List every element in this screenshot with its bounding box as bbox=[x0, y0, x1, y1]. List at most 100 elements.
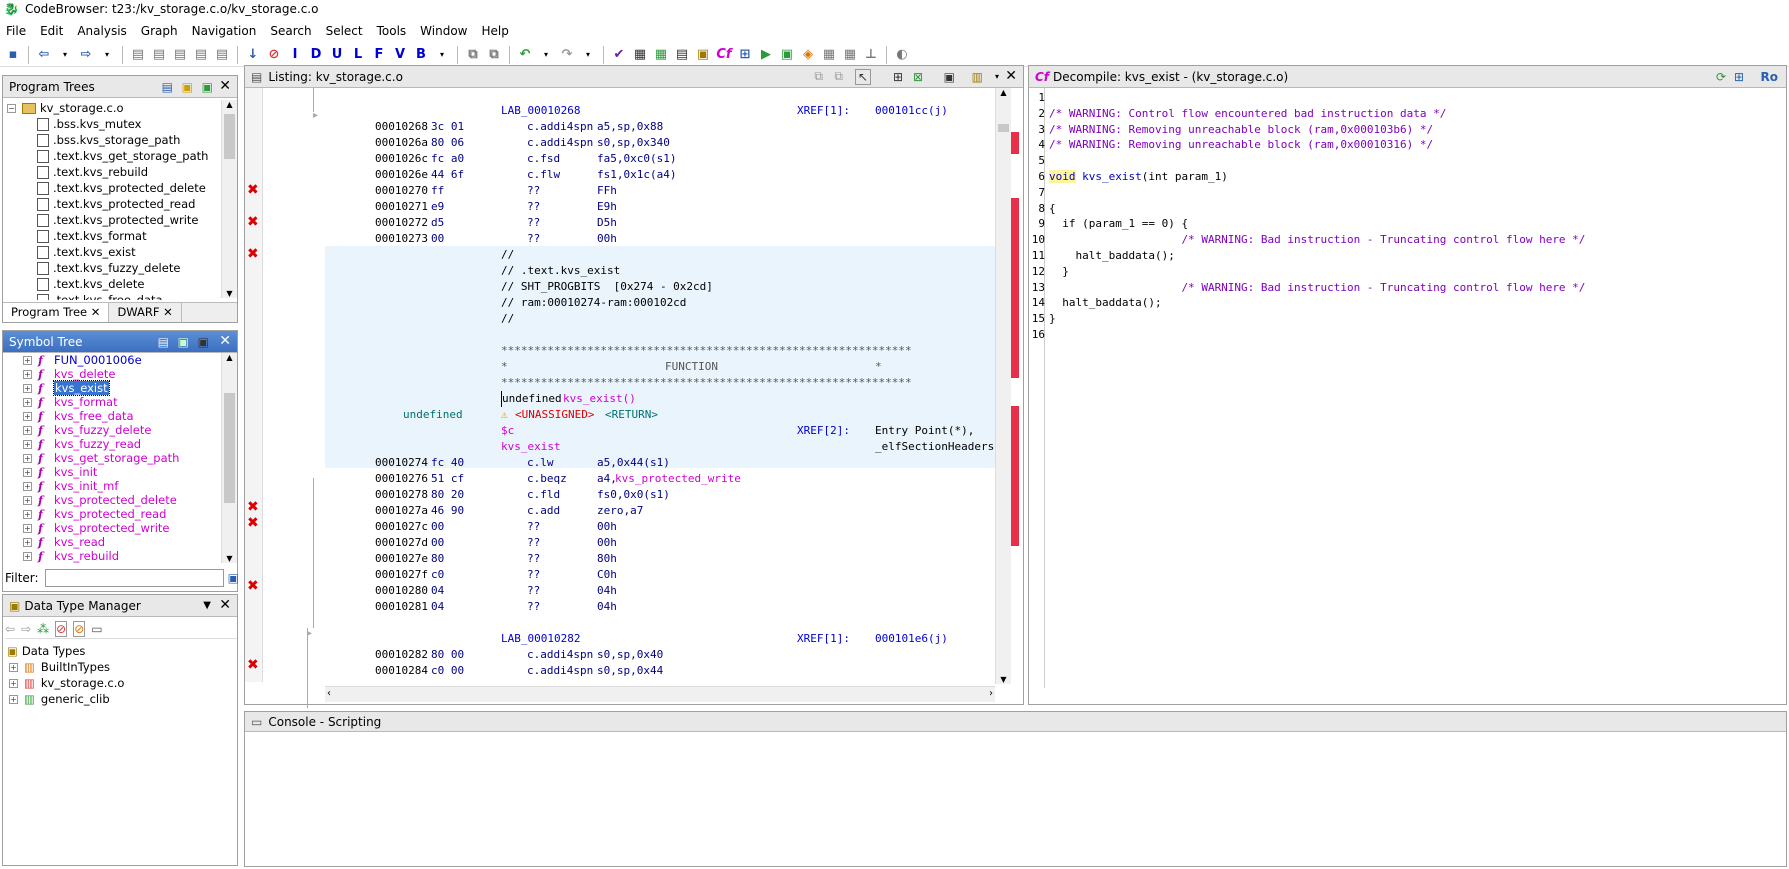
tab-program-tree[interactable]: Program Tree ✕ bbox=[3, 303, 110, 322]
open-folder-icon[interactable]: ▣ bbox=[181, 79, 193, 94]
data-types-root[interactable]: ▣Data Types bbox=[7, 644, 86, 658]
paste-icon[interactable]: ⧉ bbox=[834, 69, 843, 83]
expand-icon[interactable]: + bbox=[23, 398, 32, 407]
close-icon[interactable]: ✕ bbox=[163, 305, 173, 319]
decompile-line[interactable]: 8{ bbox=[1031, 201, 1055, 217]
navigate-next-icon[interactable]: ▤ bbox=[131, 46, 145, 62]
decompile-line[interactable]: 14 halt_baddata(); bbox=[1031, 295, 1162, 311]
decompile-line[interactable]: 12 } bbox=[1031, 264, 1069, 280]
undefined-icon[interactable]: U bbox=[331, 46, 343, 62]
program-tree-item[interactable]: .text.kvs_rebuild bbox=[7, 164, 219, 180]
scroll-left-icon[interactable]: ‹ bbox=[327, 688, 331, 699]
collapse-icon[interactable]: − bbox=[7, 104, 16, 113]
diff-icon[interactable]: ⊠ bbox=[912, 69, 923, 84]
tab-dwarf[interactable]: DWARF ✕ bbox=[109, 303, 182, 322]
run-script-icon[interactable]: ▶ bbox=[761, 46, 771, 62]
data-types-icon[interactable]: ▤ bbox=[675, 46, 689, 62]
program-tree-item[interactable]: .text.kvs_protected_write bbox=[7, 212, 219, 228]
symbol-tree-scrollbar[interactable]: ▲ ▼ bbox=[221, 353, 237, 563]
paste-icon[interactable]: ⧉ bbox=[489, 46, 499, 62]
redo-icon[interactable]: ↷ bbox=[561, 46, 573, 62]
check-icon[interactable]: ✔ bbox=[613, 46, 625, 62]
expand-icon[interactable]: + bbox=[9, 695, 18, 704]
undo-icon[interactable]: ↶ bbox=[519, 46, 531, 62]
program-tree-item[interactable]: .text.kvs_format bbox=[7, 228, 219, 244]
listing-hscrollbar[interactable]: ‹ › bbox=[325, 686, 995, 702]
program-tree-item[interactable]: .bss.kvs_storage_path bbox=[7, 132, 219, 148]
program-tree-item[interactable]: .text.kvs_protected_delete bbox=[7, 180, 219, 196]
error-marker-icon[interactable]: ✖ bbox=[247, 214, 259, 230]
filter-input[interactable] bbox=[44, 569, 224, 587]
table-icon[interactable]: ▦ bbox=[822, 46, 836, 62]
expand-icon[interactable]: + bbox=[23, 524, 32, 533]
expand-icon[interactable]: + bbox=[23, 440, 32, 449]
console-output[interactable] bbox=[245, 734, 1786, 866]
data-type-archive[interactable]: +▥kv_storage.c.o bbox=[9, 676, 125, 690]
menu-search[interactable]: Search bbox=[270, 24, 312, 38]
menu-window[interactable]: Window bbox=[420, 24, 468, 38]
error-marker-icon[interactable]: ✖ bbox=[247, 515, 259, 531]
decompile-line[interactable]: 15} bbox=[1031, 311, 1056, 327]
copy-icon[interactable]: ⧉ bbox=[814, 69, 823, 83]
menu-file[interactable]: File bbox=[6, 24, 27, 38]
listing-scrollbar[interactable]: ▲ ▼ bbox=[995, 88, 1011, 684]
close-icon[interactable]: ✕ bbox=[90, 305, 101, 319]
save-icon[interactable]: ▪ bbox=[8, 46, 18, 62]
menu-graph[interactable]: Graph bbox=[140, 24, 178, 38]
expand-icon[interactable]: + bbox=[23, 468, 32, 477]
copy-icon[interactable]: ⧉ bbox=[468, 46, 478, 62]
function-graph-icon[interactable]: ⊞ bbox=[739, 46, 751, 62]
expand-icon[interactable]: + bbox=[23, 510, 32, 519]
scroll-down-icon[interactable]: ▼ bbox=[1000, 675, 1007, 684]
filter-options-icon[interactable]: ▣ bbox=[227, 571, 239, 585]
arrange-icon[interactable]: ⁂ bbox=[37, 621, 50, 636]
bytes-viewer-icon[interactable]: ▦ bbox=[654, 46, 668, 62]
tree-icon[interactable]: ⊥ bbox=[865, 46, 877, 62]
decompile-line[interactable]: 4/* WARNING: Removing unreachable block … bbox=[1031, 137, 1433, 153]
refresh-icon[interactable]: ⟳ bbox=[1715, 69, 1726, 84]
decompile-line[interactable]: 16 bbox=[1031, 327, 1049, 343]
create-namespace-icon[interactable]: ▤ bbox=[157, 334, 169, 349]
program-tree-item[interactable]: .text.kvs_get_storage_path bbox=[7, 148, 219, 164]
program-tree-item[interactable]: .text.kvs_fuzzy_delete bbox=[7, 260, 219, 276]
scroll-down-icon[interactable]: ▼ bbox=[226, 554, 233, 563]
menu-navigation[interactable]: Navigation bbox=[191, 24, 257, 38]
refresh-icon[interactable]: ▣ bbox=[201, 79, 213, 94]
chevron-down-icon[interactable]: ▾ bbox=[994, 72, 999, 81]
tree-root[interactable]: −kv_storage.c.o bbox=[7, 100, 219, 116]
help-icon[interactable]: ◐ bbox=[896, 46, 908, 62]
program-tree-item[interactable]: .text.kvs_free_data bbox=[7, 292, 219, 300]
cursor-text-icon[interactable]: ↖ bbox=[854, 68, 871, 85]
down-arrow-icon[interactable]: ↓ bbox=[247, 46, 259, 62]
decompile-line[interactable]: 1 bbox=[1031, 90, 1049, 106]
expand-icon[interactable]: + bbox=[9, 679, 18, 688]
ro-label[interactable]: Ro bbox=[1760, 69, 1778, 84]
decompile-line[interactable]: 11 halt_baddata(); bbox=[1031, 248, 1175, 264]
stop-icon[interactable]: ⊘ bbox=[268, 46, 280, 62]
value-icon[interactable]: V bbox=[394, 46, 406, 62]
expand-icon[interactable]: + bbox=[23, 454, 32, 463]
error-marker-icon[interactable]: ✖ bbox=[247, 657, 259, 673]
graph-icon[interactable]: ⊞ bbox=[1733, 69, 1744, 84]
snapshot-icon[interactable]: ▣ bbox=[943, 69, 955, 84]
expand-icon[interactable]: + bbox=[23, 384, 32, 393]
decompile-line[interactable]: 10 /* WARNING: Bad instruction - Truncat… bbox=[1031, 232, 1586, 248]
decompiler-icon[interactable]: Cf bbox=[716, 46, 732, 62]
expand-icon[interactable]: + bbox=[23, 496, 32, 505]
program-tree-item[interactable]: .text.kvs_exist bbox=[7, 244, 219, 260]
